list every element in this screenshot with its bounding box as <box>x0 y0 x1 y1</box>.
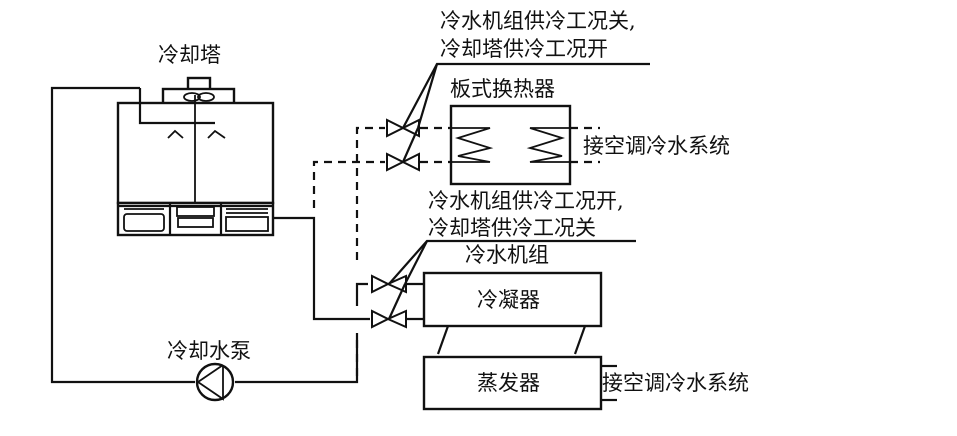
chiller-unit: 冷水机组 冷凝器 蒸发器 接空调冷水系统 <box>422 243 749 411</box>
fan-blade-icon <box>183 92 201 102</box>
leader-line <box>404 240 428 285</box>
basin-pan <box>176 206 215 217</box>
valve-condenser-lower[interactable] <box>371 309 407 329</box>
dashed-piping <box>312 126 600 378</box>
hx-supply-dashed-pipe <box>355 126 385 260</box>
valve-hx-lower[interactable] <box>386 152 420 172</box>
valve-note-top: 冷水机组供冷工况关, 冷却塔供冷工况开 <box>401 9 650 163</box>
hx-coil-right-icon <box>526 127 570 163</box>
plate-hx-body <box>449 104 572 186</box>
condenser-inlet-pipe <box>355 282 368 306</box>
valve-note-top-line1: 冷水机组供冷工况关, <box>440 9 636 33</box>
cooling-pump-label: 冷却水泵 <box>167 339 251 363</box>
ac-connect-top-label: 接空调冷水系统 <box>583 134 730 158</box>
valve-note-bottom-line2: 冷却塔供冷工况关 <box>428 216 596 240</box>
tower-outlet-pipe <box>273 216 370 321</box>
evaporator-label: 蒸发器 <box>477 371 540 395</box>
tower-supply-pipe <box>50 86 195 384</box>
refrigerant-line <box>436 325 450 355</box>
spray-nozzle-icon <box>167 129 184 139</box>
hx-coil-left-icon <box>451 127 494 163</box>
air-inlet-louver <box>123 213 165 232</box>
valves-chiller <box>371 274 407 329</box>
condenser-body <box>422 271 603 328</box>
condenser-label: 冷凝器 <box>477 288 540 312</box>
leader-line <box>416 63 439 129</box>
basin-pan <box>177 217 214 228</box>
cooling-tower-label: 冷却塔 <box>158 43 221 67</box>
valve-note-top-line2: 冷却塔供冷工况开 <box>440 37 608 61</box>
cooling-tower: 冷却塔 <box>116 43 275 237</box>
cooling-water-pump: 冷却水泵 <box>167 339 251 402</box>
fan-blade-icon <box>197 92 215 102</box>
hx-return-dashed-pipe <box>312 160 385 208</box>
valve-note-bottom-line1: 冷水机组供冷工况开, <box>428 189 624 213</box>
solid-piping <box>50 86 424 384</box>
air-inlet-louver <box>225 216 269 232</box>
pump-triangle <box>196 364 224 401</box>
leader-line <box>401 127 420 163</box>
valve-note-bottom: 冷水机组供冷工况开, 冷却塔供冷工况关 <box>387 189 636 320</box>
spray-nozzle-icon <box>207 129 226 139</box>
plate-hx-label: 板式换热器 <box>450 77 555 101</box>
pump-discharge-pipe <box>235 333 359 384</box>
plate-heat-exchanger: 板式换热器 接空调冷水系统 <box>449 77 730 186</box>
evaporator-body <box>422 355 603 411</box>
leader-line <box>387 283 407 320</box>
ac-connect-bottom-label: 接空调冷水系统 <box>602 371 749 395</box>
distribution-pipe <box>138 88 215 125</box>
chiller-label: 冷水机组 <box>465 243 549 267</box>
refrigerant-line <box>573 325 587 355</box>
